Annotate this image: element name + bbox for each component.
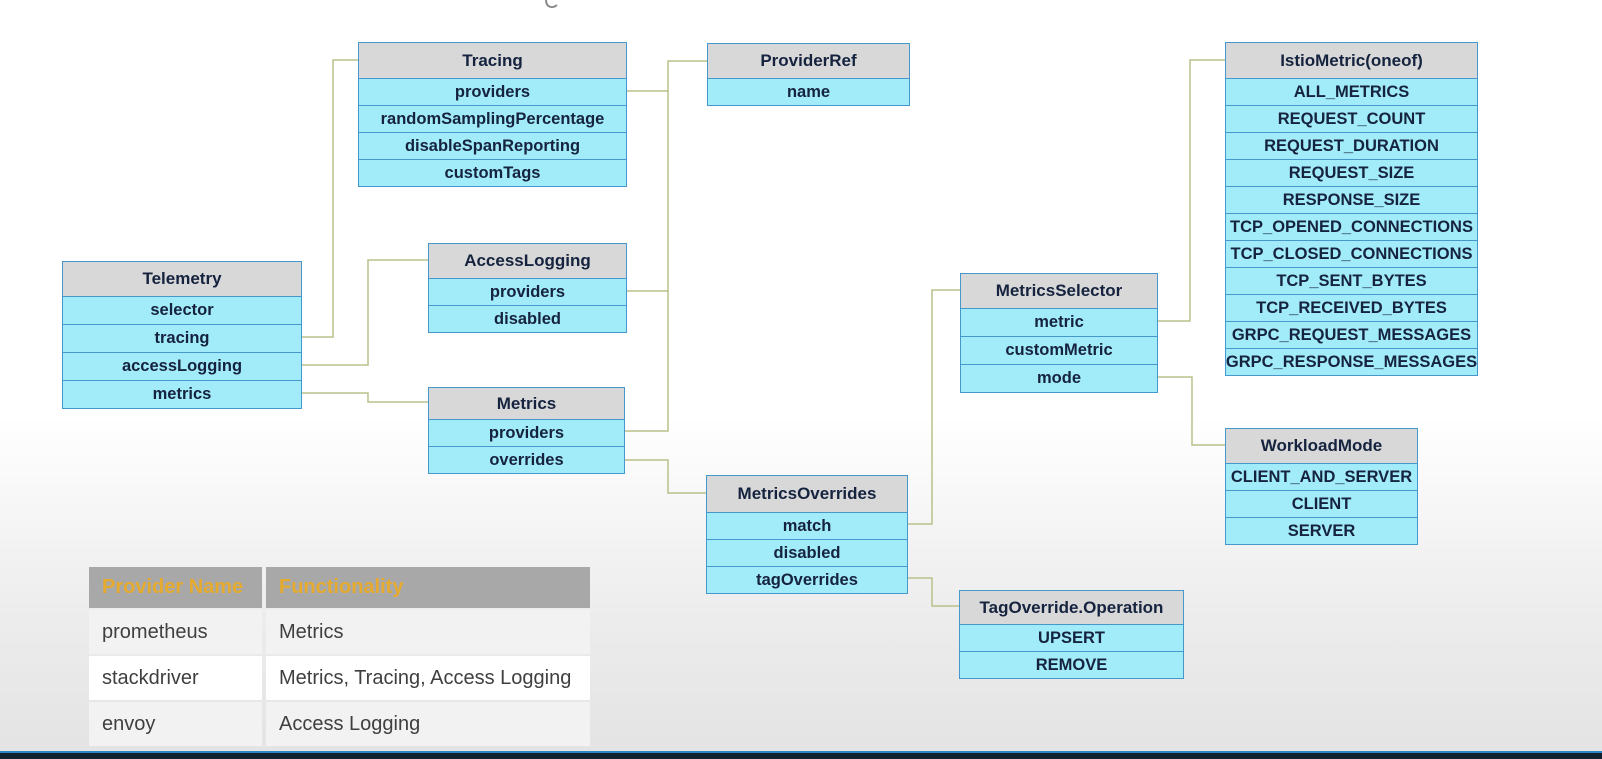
workloadmode-row-server: SERVER (1226, 517, 1417, 544)
clipped-title-fragment (545, 0, 558, 9)
accesslogging-row-disabled: disabled (429, 305, 626, 332)
tagoverride-operation-title: TagOverride.Operation (960, 591, 1183, 624)
accesslogging-box: AccessLogging providers disabled (428, 243, 627, 333)
workloadmode-row-client: CLIENT (1226, 490, 1417, 517)
telemetry-row-selector: selector (63, 296, 301, 324)
metricsselector-row-mode: mode (961, 364, 1157, 392)
telemetry-row-metrics: metrics (63, 380, 301, 408)
provider-table-cell-provider: envoy (89, 702, 262, 746)
metricsoverrides-row-match: match (707, 512, 907, 539)
metricsoverrides-row-disabled: disabled (707, 539, 907, 566)
tagoverride-row-remove: REMOVE (960, 651, 1183, 678)
provider-table: Provider Name Functionality prometheus M… (89, 567, 590, 746)
istiometric-row-all-metrics: ALL_METRICS (1226, 78, 1477, 105)
istiometric-row-request-size: REQUEST_SIZE (1226, 159, 1477, 186)
telemetry-row-tracing: tracing (63, 324, 301, 352)
metricsoverrides-box: MetricsOverrides match disabled tagOverr… (706, 475, 908, 594)
metricsselector-title: MetricsSelector (961, 274, 1157, 308)
workloadmode-row-client-and-server: CLIENT_AND_SERVER (1226, 463, 1417, 490)
accesslogging-title: AccessLogging (429, 244, 626, 278)
tracing-title: Tracing (359, 43, 626, 78)
istiometric-row-grpc-request-messages: GRPC_REQUEST_MESSAGES (1226, 321, 1477, 348)
connector-providers-trunk (625, 60, 707, 432)
bottom-accent-bar (0, 751, 1602, 759)
tagoverride-row-upsert: UPSERT (960, 624, 1183, 651)
connector-metrics-overrides (625, 459, 706, 494)
metricsselector-box: MetricsSelector metric customMetric mode (960, 273, 1158, 393)
istiometric-row-grpc-response-messages: GRPC_RESPONSE_MESSAGES (1226, 348, 1477, 375)
metricsselector-row-custommetric: customMetric (961, 336, 1157, 364)
istiometric-row-tcp-received-bytes: TCP_RECEIVED_BYTES (1226, 294, 1477, 321)
tracing-row-randomsamplingpercentage: randomSamplingPercentage (359, 105, 626, 132)
istiometric-row-request-duration: REQUEST_DURATION (1226, 132, 1477, 159)
istiometric-title: IstioMetric(oneof) (1226, 43, 1477, 78)
metrics-row-providers: providers (429, 419, 624, 446)
tracing-row-providers: providers (359, 78, 626, 105)
metricsoverrides-title: MetricsOverrides (707, 476, 907, 512)
istiometric-row-tcp-sent-bytes: TCP_SENT_BYTES (1226, 267, 1477, 294)
workloadmode-title: WorkloadMode (1226, 429, 1417, 463)
metrics-row-overrides: overrides (429, 446, 624, 473)
istiometric-box: IstioMetric(oneof) ALL_METRICS REQUEST_C… (1225, 42, 1478, 376)
tagoverride-operation-box: TagOverride.Operation UPSERT REMOVE (959, 590, 1184, 679)
providerref-box: ProviderRef name (707, 43, 910, 106)
telemetry-title: Telemetry (63, 262, 301, 296)
connector-telemetry-tracing (302, 59, 358, 338)
connector-mode-workloadmode (1158, 376, 1225, 446)
connector-tagoverrides-operation (908, 577, 959, 607)
connector-metric-istiometric (1158, 59, 1225, 322)
metricsselector-row-metric: metric (961, 308, 1157, 336)
connector-telemetry-metrics (302, 392, 428, 403)
provider-table-header-provider-name: Provider Name (89, 567, 262, 608)
accesslogging-row-providers: providers (429, 278, 626, 305)
telemetry-box: Telemetry selector tracing accessLogging… (62, 261, 302, 409)
connector-match-metricsselector (908, 289, 960, 525)
telemetry-row-accesslogging: accessLogging (63, 352, 301, 380)
provider-table-cell-provider: stackdriver (89, 656, 262, 700)
istiometric-row-response-size: RESPONSE_SIZE (1226, 186, 1477, 213)
metrics-box: Metrics providers overrides (428, 387, 625, 474)
istiometric-row-tcp-opened-connections: TCP_OPENED_CONNECTIONS (1226, 213, 1477, 240)
tracing-row-customtags: customTags (359, 159, 626, 186)
metrics-title: Metrics (429, 388, 624, 419)
istiometric-row-request-count: REQUEST_COUNT (1226, 105, 1477, 132)
provider-table-cell-functionality: Metrics, Tracing, Access Logging (266, 656, 590, 700)
metricsoverrides-row-tagoverrides: tagOverrides (707, 566, 907, 593)
providerref-row-name: name (708, 78, 909, 105)
tracing-box: Tracing providers randomSamplingPercenta… (358, 42, 627, 187)
provider-table-cell-provider: prometheus (89, 610, 262, 654)
provider-table-header-functionality: Functionality (266, 567, 590, 608)
connector-telemetry-accesslogging (302, 259, 428, 366)
provider-table-cell-functionality: Metrics (266, 610, 590, 654)
tracing-row-disablespanreporting: disableSpanReporting (359, 132, 626, 159)
istiometric-row-tcp-closed-connections: TCP_CLOSED_CONNECTIONS (1226, 240, 1477, 267)
providerref-title: ProviderRef (708, 44, 909, 78)
provider-table-cell-functionality: Access Logging (266, 702, 590, 746)
workloadmode-box: WorkloadMode CLIENT_AND_SERVER CLIENT SE… (1225, 428, 1418, 545)
